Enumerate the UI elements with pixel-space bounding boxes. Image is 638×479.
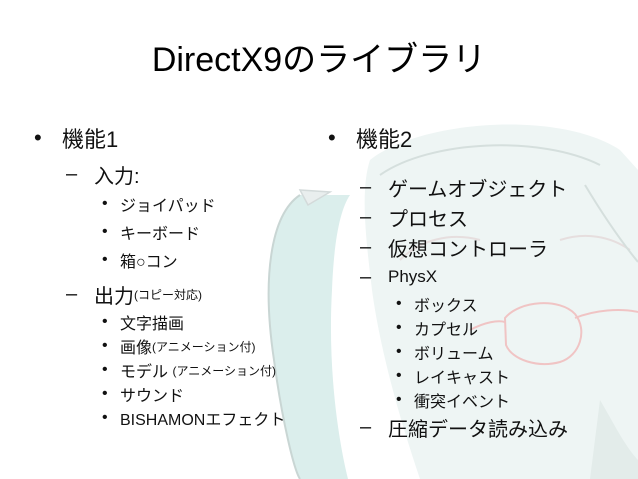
dash-icon: –	[360, 235, 372, 258]
list-item-text: PhysX	[388, 267, 438, 286]
list-item-text: プロセス	[388, 208, 468, 231]
bullet-icon: •	[102, 409, 108, 426]
list-item-text: 仮想コントローラ	[388, 238, 548, 261]
list-item: • レイキャスト	[328, 364, 568, 388]
list-item-text: ゲームオブジェクト	[388, 178, 568, 201]
bullet-icon: •	[396, 343, 402, 360]
group-label: 入力:	[94, 165, 140, 188]
list-item: • 画像 (アニメーション付)	[34, 334, 285, 358]
group-output: – 出力 (コピー対応)	[34, 278, 285, 310]
list-item: • カプセル	[328, 316, 568, 340]
list-item: • 衝突イベント	[328, 388, 568, 412]
dash-icon: –	[66, 282, 78, 305]
list-item-text: サウンド	[120, 388, 185, 405]
heading-text: 機能2	[356, 127, 413, 152]
list-item: • 文字描画	[34, 310, 285, 334]
hair-left-tail	[267, 189, 350, 479]
list-item-text: BISHAMONエフェクト	[120, 412, 286, 429]
list-item-text: カプセル	[414, 322, 479, 339]
bullet-icon: •	[396, 295, 402, 312]
dash-icon: –	[66, 162, 78, 185]
list-item: • ボックス	[328, 292, 568, 316]
slide-title: DirectX9のライブラリ	[151, 41, 487, 79]
list-item-text: モデル	[120, 364, 173, 381]
group-input: – 入力:	[34, 158, 285, 190]
group-label-note: (コピー対応)	[134, 287, 202, 302]
list-item-note: (アニメーション付)	[152, 339, 256, 354]
bullet-icon: •	[396, 319, 402, 336]
glasses-icon	[469, 302, 638, 366]
dash-icon: –	[360, 175, 372, 198]
list-item: • ジョイパッド	[34, 190, 285, 218]
list-item: – プロセス	[328, 202, 568, 232]
bullet-icon: •	[102, 223, 108, 240]
list-item-text: 衝突イベント	[414, 394, 511, 411]
bullet-icon: •	[102, 385, 108, 402]
bullet-icon: •	[102, 251, 108, 268]
bullet-icon: •	[396, 391, 402, 408]
list-item-text: 箱○コン	[120, 254, 178, 271]
list-item-text: 文字描画	[120, 316, 185, 333]
bullet-icon: •	[396, 367, 402, 384]
list-item: • 箱○コン	[34, 246, 285, 274]
list-item-text: レイキャスト	[414, 370, 511, 387]
list-item: • モデル (アニメーション付)	[34, 358, 285, 382]
heading-feature-1: • 機能1	[34, 118, 285, 158]
list-item-text: キーボード	[120, 226, 201, 243]
list-item: – ゲームオブジェクト	[328, 172, 568, 202]
list-item-physx: – PhysX	[328, 262, 568, 292]
list-item-text: ボックス	[414, 298, 478, 315]
list-item: • BISHAMONエフェクト	[34, 406, 285, 430]
bullet-icon: •	[102, 313, 108, 330]
shoulder-right	[590, 400, 638, 479]
heading-text: 機能1	[62, 127, 119, 152]
bullet-icon: •	[102, 361, 108, 378]
dash-icon: –	[360, 205, 372, 228]
dash-icon: –	[360, 415, 372, 438]
list-item: • キーボード	[34, 218, 285, 246]
heading-feature-2: • 機能2	[328, 118, 568, 158]
list-item: • ボリューム	[328, 340, 568, 364]
bullet-icon: •	[34, 125, 42, 150]
bullet-icon: •	[102, 337, 108, 354]
bullet-icon: •	[102, 195, 108, 212]
list-item: • サウンド	[34, 382, 285, 406]
bullet-icon: •	[328, 125, 336, 150]
list-item-text: 画像	[120, 340, 153, 357]
list-item-text: ボリューム	[414, 346, 494, 363]
list-item-note: (アニメーション付)	[172, 363, 276, 378]
dash-icon: –	[360, 265, 372, 288]
group-label: 出力	[94, 285, 134, 308]
face-and-hair	[364, 124, 638, 479]
list-item-text: 圧縮データ読み込み	[388, 418, 568, 441]
left-column: • 機能1 – 入力: • ジョイパッド • キーボード • 箱○コン – 出力…	[34, 118, 285, 430]
list-item-text: ジョイパッド	[120, 198, 216, 215]
list-item: – 仮想コントローラ	[328, 232, 568, 262]
right-column: • 機能2 – ゲームオブジェクト – プロセス – 仮想コントローラ – Ph…	[328, 118, 568, 442]
list-item: – 圧縮データ読み込み	[328, 412, 568, 442]
